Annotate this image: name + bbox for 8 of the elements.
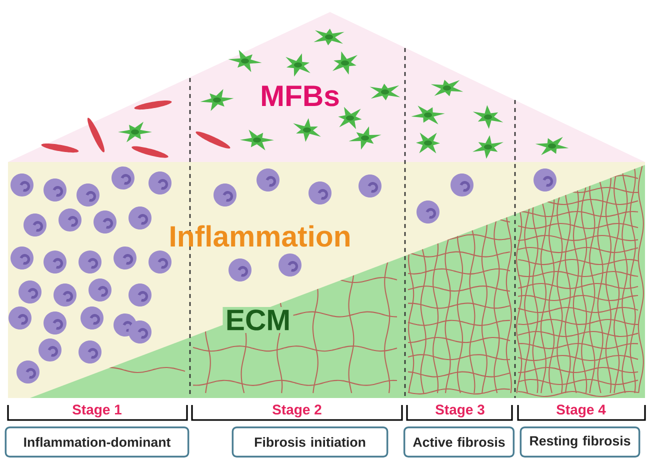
- region-label: ECM: [222, 306, 294, 334]
- region-label: Inflammation: [170, 225, 350, 247]
- stage-box: Fibrosis initiation: [232, 426, 388, 458]
- stage-box: Active fibrosis: [403, 426, 515, 458]
- stage-box: Inflammation-dominant: [4, 426, 190, 458]
- stage-box: Resting fibrosis: [520, 426, 640, 458]
- stage-label: Stage 3: [436, 404, 484, 418]
- region-label: MFBs: [262, 86, 339, 106]
